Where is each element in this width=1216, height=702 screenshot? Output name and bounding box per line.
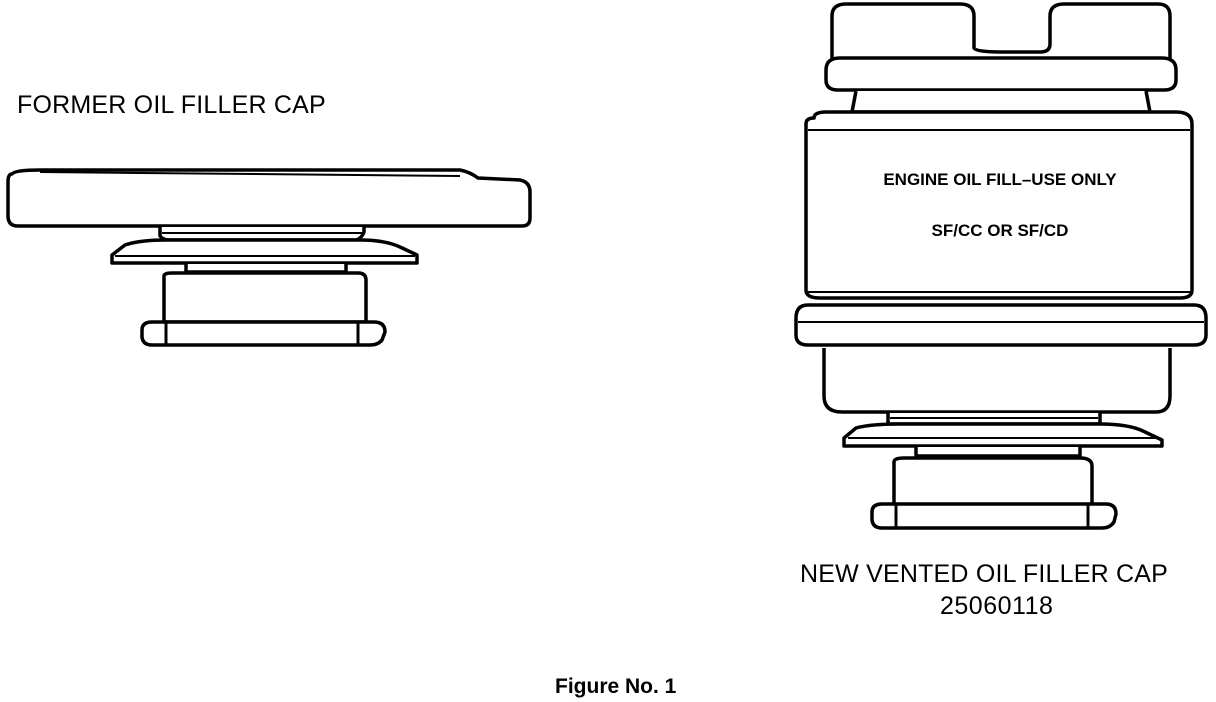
former-cap-bottom-lug [140, 320, 387, 347]
new-cap-part-number: 25060118 [940, 592, 1054, 620]
former-cap-lower-neck [184, 264, 348, 274]
former-cap-label: FORMER OIL FILLER CAP [17, 91, 326, 119]
new-cap-handle-rim [824, 56, 1178, 92]
new-cap-flange [842, 422, 1164, 448]
new-cap-lower-body [822, 348, 1172, 414]
figure-caption: Figure No. 1 [555, 675, 677, 698]
former-cap-lower-body [162, 271, 368, 324]
new-cap-band-text-grade: SF/CC OR SF/CD [931, 221, 1069, 240]
new-cap-upper-neck [850, 90, 1152, 114]
new-cap-band-text-usage: ENGINE OIL FILL–USE ONLY [883, 170, 1117, 189]
new-cap-bottom-lug [870, 502, 1118, 530]
former-cap-top-disk [6, 168, 532, 228]
former-cap-flange [110, 238, 419, 265]
new-cap-band [804, 110, 1194, 300]
new-cap-label: NEW VENTED OIL FILLER CAP [800, 560, 1169, 588]
new-cap-handle [830, 2, 1172, 60]
new-cap-bottom-neck [914, 447, 1082, 458]
former-cap-drawing [6, 168, 532, 347]
new-cap-bottom-body [892, 456, 1094, 508]
new-cap-drawing [794, 2, 1208, 530]
new-cap-ring [794, 303, 1208, 347]
